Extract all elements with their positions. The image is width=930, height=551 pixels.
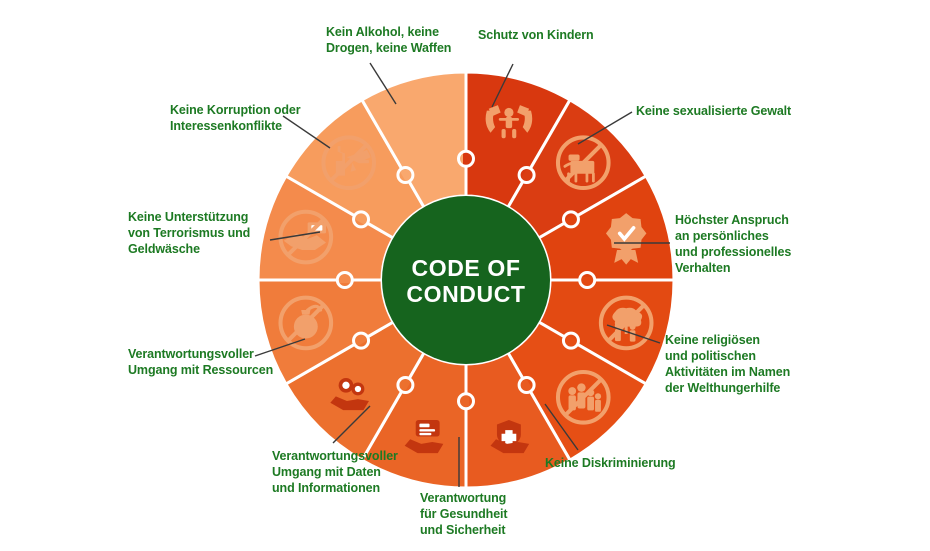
puzzle-tab-connector	[352, 331, 371, 350]
center-title-line2: CONDUCT	[406, 281, 525, 307]
label-umgang-daten[interactable]: Verantwortungsvoller Umgang mit Daten un…	[272, 449, 398, 495]
puzzle-tab-connector	[561, 210, 580, 229]
puzzle-tab-mask	[398, 376, 413, 394]
label-umgang-ressourcen[interactable]: Verantwortungsvoller Umgang mit Ressourc…	[128, 347, 274, 377]
hands-protecting-child-icon	[485, 105, 533, 139]
puzzle-tab-connector	[561, 331, 580, 350]
hand-data-document-icon	[404, 419, 444, 454]
wheel-icons	[278, 105, 654, 454]
puzzle-tab-connector	[517, 166, 536, 185]
label-keine-korruption[interactable]: Keine Korruption oder Interessenkonflikt…	[170, 103, 301, 133]
no-alcohol-drugs-weapons-icon	[321, 135, 377, 191]
center-circle	[382, 196, 550, 364]
center-title-line1: CODE OF	[412, 255, 521, 281]
hand-coins-resources-icon	[330, 377, 369, 411]
center-hub: CODE OF CONDUCT	[382, 196, 550, 364]
puzzle-tab-mask	[352, 333, 370, 348]
no-sexual-violence-icon	[555, 135, 611, 191]
no-discrimination-group-icon	[555, 369, 611, 425]
label-keine-religioesen[interactable]: Keine religiösen und politischen Aktivit…	[665, 333, 791, 395]
label-schutz-kinder[interactable]: Schutz von Kindern	[478, 28, 594, 42]
leader-umgang-ressourcen	[254, 338, 306, 357]
leader-schutz-kinder	[491, 63, 514, 108]
puzzle-tab-connector	[396, 166, 415, 185]
leader-keine-sexualisierte	[577, 111, 633, 145]
leader-lines	[254, 62, 670, 487]
puzzle-tab-mask	[519, 166, 534, 184]
puzzle-tab-mask	[562, 212, 580, 227]
puzzle-tab-connector	[457, 392, 475, 411]
label-keine-diskriminierung[interactable]: Keine Diskriminierung	[545, 456, 676, 470]
puzzle-tab-mask	[519, 376, 534, 394]
label-kein-alkohol[interactable]: Kein Alkohol, keine Drogen, keine Waffen	[326, 25, 452, 55]
label-verantwortung-gesundheit[interactable]: Verantwortung für Gesundheit und Sicherh…	[420, 491, 508, 537]
hand-health-shield-icon	[490, 419, 530, 454]
label-keine-unterstuetzung[interactable]: Keine Unterstützung von Terrorismus und …	[128, 210, 251, 256]
puzzle-tab-connector	[335, 271, 354, 289]
puzzle-tab-connector	[517, 375, 536, 394]
puzzle-tab-connector	[352, 210, 371, 229]
label-keine-sexualisierte[interactable]: Keine sexualisierte Gewalt	[636, 104, 792, 118]
leader-umgang-daten	[332, 405, 371, 444]
leader-keine-diskriminierung	[544, 403, 579, 451]
puzzle-tab-mask	[562, 333, 580, 348]
puzzle-tab-connector	[396, 375, 415, 394]
puzzle-tab-mask	[398, 166, 413, 184]
puzzle-tab-connector	[578, 271, 597, 289]
leader-keine-korruption	[282, 115, 331, 149]
puzzle-tab-mask	[352, 212, 370, 227]
puzzle-tab-connector	[457, 149, 475, 168]
label-hoechster-anspruch[interactable]: Höchster Anspruch an persönliches und pr…	[675, 213, 792, 275]
no-religious-political-activity-icon	[598, 295, 654, 351]
no-corruption-handshake-money-icon	[278, 209, 334, 265]
leader-keine-unterstuetzung	[269, 231, 321, 241]
leader-kein-alkohol	[369, 62, 397, 105]
wheel-segments	[256, 70, 676, 490]
leader-keine-religioesen	[606, 324, 661, 344]
no-terrorism-money-laundering-icon	[278, 295, 334, 351]
